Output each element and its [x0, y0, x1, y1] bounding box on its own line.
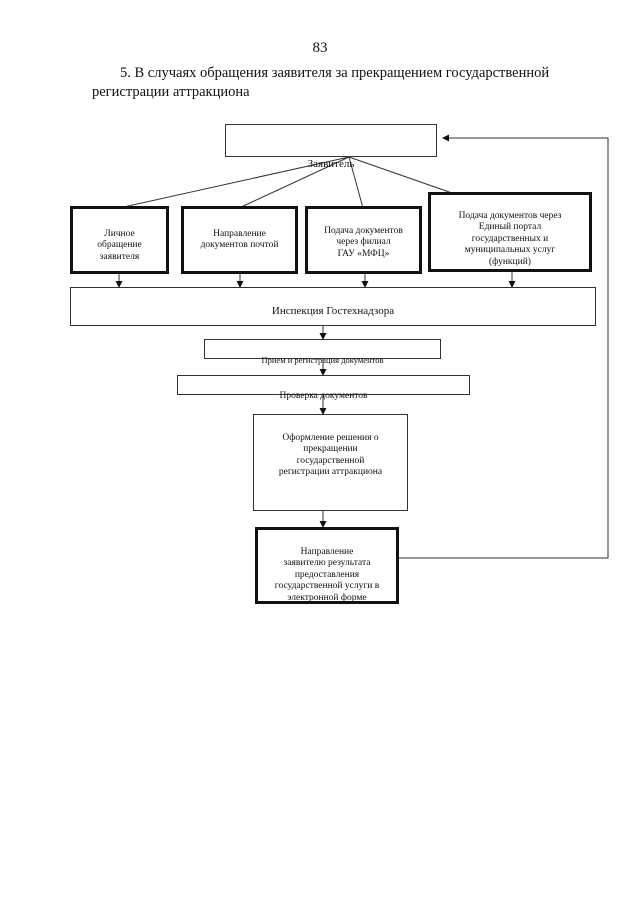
channel-portal-box: Подача документов через Единый портал го… [428, 192, 592, 272]
channel-personal-label: Личное обращение заявителя [97, 228, 142, 262]
page-number: 83 [312, 40, 328, 56]
channel-mail-box: Направление документов почтой [181, 206, 298, 274]
section-heading: 5. В случаях обращения заявителя за прек… [92, 64, 592, 102]
heading-line-2: регистрации аттракциона [92, 84, 250, 100]
channel-portal-label: Подача документов через Единый портал го… [458, 210, 562, 267]
inspection-label: Инспекция Гостехнадзора [271, 304, 395, 317]
receipt-step-box: Прием и регистрация документов [204, 339, 441, 365]
decision-step-label: Оформление решения о прекращении государ… [278, 432, 383, 478]
channel-mfc-label: Подача документов через филиал ГАУ «МФЦ» [324, 225, 403, 259]
applicant-label: Заявитель [307, 158, 355, 170]
decision-step-box: Оформление решения о прекращении государ… [253, 414, 408, 511]
heading-line-1: 5. В случаях обращения заявителя за прек… [120, 65, 550, 81]
check-step-label: Проверка документов [279, 390, 368, 401]
check-step-box: Проверка документов [177, 375, 470, 401]
result-step-label: Направление заявителю результата предост… [274, 546, 380, 603]
channel-personal-box: Личное обращение заявителя [70, 206, 169, 274]
feedback-loop-result-to-applicant [399, 134, 609, 559]
channel-mfc-box: Подача документов через филиал ГАУ «МФЦ» [305, 206, 422, 274]
connector-applicant-to-portal [348, 156, 453, 194]
connector-applicant-to-mail [238, 156, 350, 209]
inspection-box: Инспекция Гостехнадзора [70, 287, 596, 326]
channel-mail-label: Направление документов почтой [200, 228, 279, 251]
connector-applicant-to-personal [118, 156, 350, 209]
applicant-box: Заявитель [225, 124, 437, 170]
connector-applicant-to-mfc [348, 156, 364, 209]
result-step-box: Направление заявителю результата предост… [255, 527, 399, 604]
receipt-step-label: Прием и регистрация документов [261, 354, 384, 365]
